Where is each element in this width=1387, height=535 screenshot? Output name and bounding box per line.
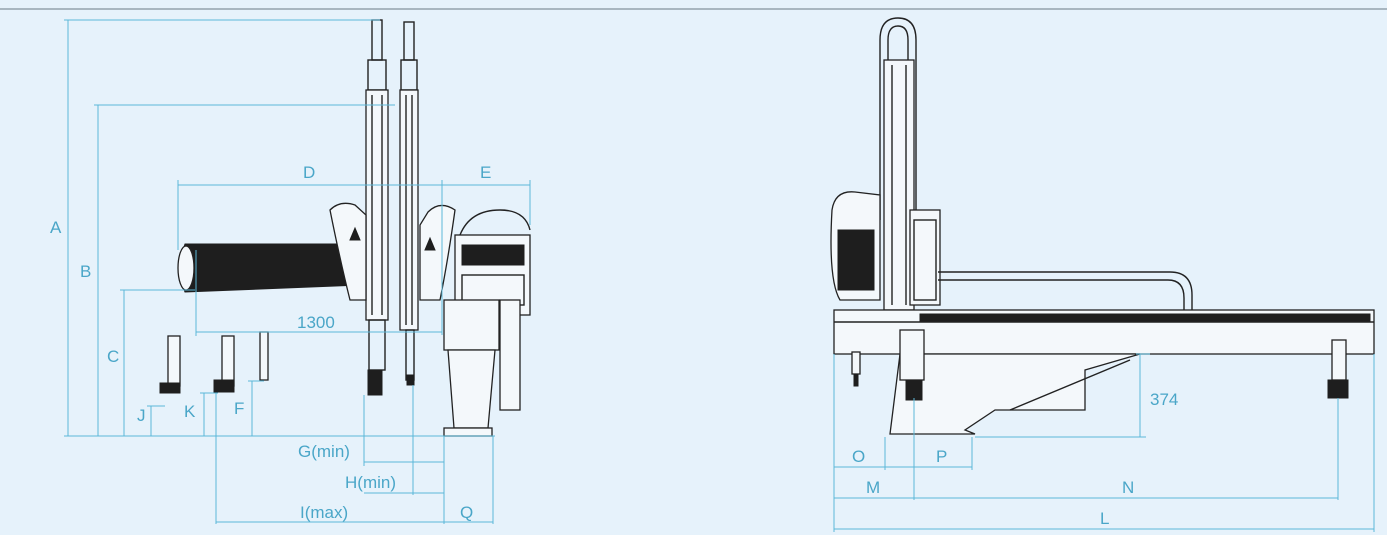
label-height: 374 xyxy=(1150,390,1178,409)
gripper-j xyxy=(167,335,181,387)
label-k: K xyxy=(184,402,196,421)
front-gripper-small xyxy=(851,351,861,375)
front-gripper-main xyxy=(899,329,925,381)
label-o: O xyxy=(852,447,865,466)
label-e: E xyxy=(480,163,491,182)
front-view-robot xyxy=(830,17,1375,435)
label-h: H(min) xyxy=(345,473,396,492)
label-l: L xyxy=(1100,509,1109,528)
label-q: Q xyxy=(460,503,473,522)
gripper-f xyxy=(259,331,269,381)
vertical-column xyxy=(883,59,915,311)
label-n: N xyxy=(1122,478,1134,497)
label-g: G(min) xyxy=(298,442,350,461)
left-shield xyxy=(329,202,367,301)
cable-loop xyxy=(879,17,917,220)
front-view-dimensions xyxy=(833,353,1375,532)
front-gripper-right xyxy=(1331,339,1347,381)
arm2-column xyxy=(399,89,419,331)
arm1-column xyxy=(365,89,389,321)
arm2-top xyxy=(403,21,415,61)
label-p: P xyxy=(936,447,947,466)
label-d: D xyxy=(303,163,315,182)
traverse-beam xyxy=(179,243,361,293)
side-view-robot xyxy=(159,19,531,437)
stand-column xyxy=(447,349,496,429)
label-j: J xyxy=(137,406,146,425)
label-a: A xyxy=(50,218,62,237)
label-m: M xyxy=(866,478,880,497)
label-i: I(max) xyxy=(300,503,348,522)
gripper-k xyxy=(221,335,235,387)
stand-head xyxy=(443,299,500,351)
label-b: B xyxy=(80,262,91,281)
side-view-dimensions xyxy=(64,19,531,524)
carriage-box xyxy=(909,209,941,306)
label-stroke: 1300 xyxy=(297,313,335,332)
label-f: F xyxy=(234,399,244,418)
support-truss xyxy=(889,353,1141,435)
label-c: C xyxy=(107,347,119,366)
arm1-top xyxy=(371,19,383,61)
right-shield xyxy=(419,204,456,301)
